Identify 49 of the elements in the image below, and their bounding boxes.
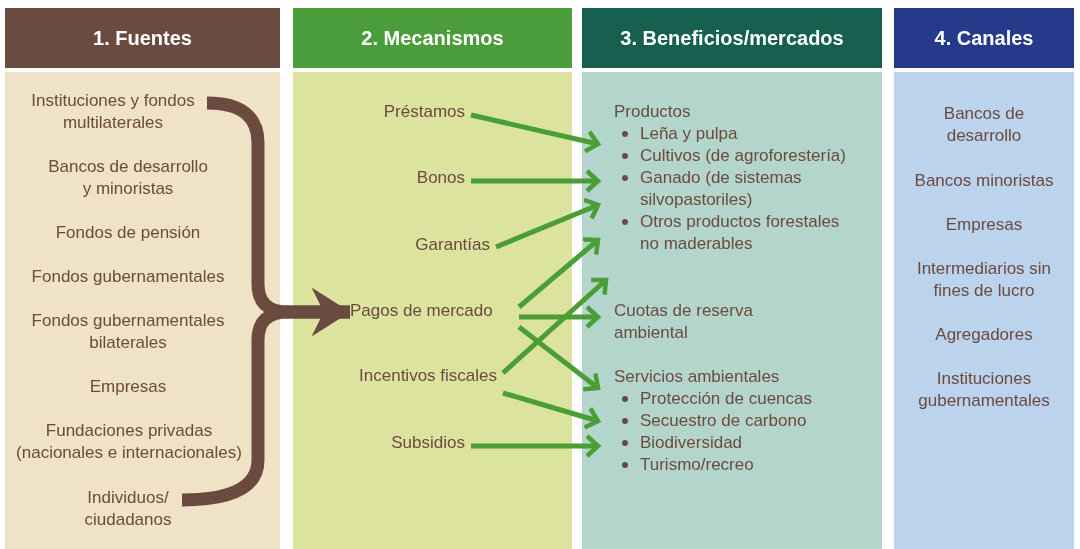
group-heading: Productos	[614, 101, 692, 123]
arrow	[471, 433, 601, 459]
list-item: Biodiversidad	[640, 432, 743, 454]
item-label: Bancos de desarrollo	[942, 103, 1026, 147]
arrow	[502, 390, 601, 430]
item-label: Instituciones y fondos multilaterales	[30, 90, 196, 134]
item-label: Empresas	[944, 214, 1024, 236]
arrow	[470, 112, 601, 154]
arrow	[517, 325, 601, 392]
item-label: Préstamos	[382, 101, 465, 123]
list-item: Ganado (de sistemas silvopastoriles)	[640, 167, 803, 211]
list-item: Cultivos (de agroforestería)	[640, 145, 846, 167]
list-item: Protección de cuencas	[640, 388, 812, 410]
arrow	[495, 197, 601, 250]
arrow	[517, 237, 601, 309]
list-item: Otros productos forestales no maderables	[640, 211, 841, 255]
item-label: Cuotas de reserva ambiental	[614, 300, 754, 344]
item-label: Bancos de desarrollo y minoristas	[47, 156, 209, 200]
item-label: Individuos/ ciudadanos	[83, 487, 173, 531]
item-label: Agregadores	[934, 324, 1034, 346]
item-label: Bancos minoristas	[913, 170, 1055, 192]
header-title: 4. Canales	[934, 27, 1034, 49]
list-item: Leña y pulpa	[640, 123, 738, 145]
item-label: Fondos de pensión	[54, 222, 202, 244]
item-label: Instituciones gubernamentales	[917, 368, 1051, 412]
column-panel	[582, 72, 882, 549]
group-heading: Servicios ambientales	[614, 366, 781, 388]
list-item: Secuestro de carbono	[640, 410, 807, 432]
arrow	[471, 168, 601, 194]
header-title: 3. Beneficios/mercados	[620, 27, 844, 49]
item-label: Empresas	[88, 376, 168, 398]
item-label: Fondos gubernamentales	[30, 266, 226, 288]
item-label: Garantías	[414, 234, 490, 256]
item-label: Intermediarios sin fines de lucro	[915, 258, 1053, 302]
item-label: Incentivos fiscales	[358, 365, 497, 387]
item-label: Fondos gubernamentales bilaterales	[30, 310, 226, 354]
brace-arrow	[181, 288, 350, 507]
header-title: 1. Fuentes	[93, 27, 192, 49]
column-panel	[894, 72, 1074, 549]
list-item: Turismo/recreo	[640, 454, 754, 476]
header-title: 2. Mecanismos	[361, 27, 504, 49]
arrow	[501, 277, 609, 375]
column-panel	[293, 72, 572, 549]
item-label: Pagos de mercado	[350, 300, 494, 322]
arrow	[519, 304, 601, 330]
item-label: Fundaciones privadas (nacionales e internacionales)	[15, 420, 243, 464]
column-panel	[5, 72, 280, 549]
item-label: Bonos	[415, 167, 465, 189]
item-label: Subsidios	[390, 432, 465, 454]
